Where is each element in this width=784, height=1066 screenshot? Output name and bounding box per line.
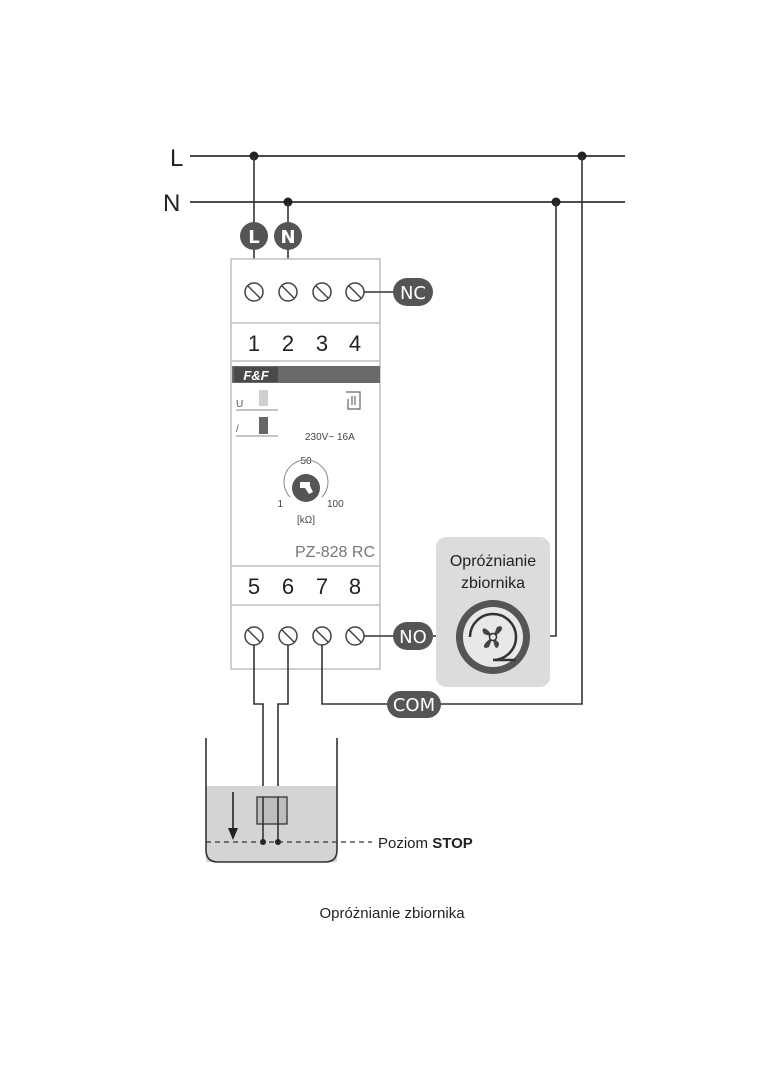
- led-relay-label: /: [236, 424, 239, 435]
- rating-text: 230V~ 16A: [305, 432, 355, 443]
- level-probe: [256, 796, 288, 825]
- screw-terminal-3: [312, 282, 332, 302]
- terminal-number-3: 3: [316, 331, 328, 356]
- knob-unit-label: [kΩ]: [297, 515, 315, 526]
- wire-terminal-6-to-probe: [277, 645, 289, 842]
- badge-com-text: COM: [393, 695, 435, 716]
- diagram-caption: Opróżnianie zbiornika: [319, 905, 465, 922]
- model-name: PZ-828 RC: [295, 544, 375, 561]
- badge-l-text: L: [248, 227, 259, 248]
- badge-n: [274, 222, 302, 250]
- screw-terminal-6: [278, 626, 298, 646]
- badge-com: [387, 691, 441, 718]
- terminal-number-1: 1: [248, 331, 260, 356]
- badge-no-text: NO: [399, 627, 427, 648]
- screw-terminal-7: [312, 626, 332, 646]
- screw-terminal-2: [278, 282, 298, 302]
- device-body: [230, 258, 381, 670]
- led-relay: [259, 417, 268, 434]
- terminal-number-6: 6: [282, 574, 294, 599]
- terminal-number-5: 5: [248, 574, 260, 599]
- wire-terminal-5-to-probe: [253, 645, 264, 842]
- pump-icon: [456, 600, 530, 674]
- screw-terminal-1: [244, 282, 264, 302]
- knob-mid-label: 50: [300, 456, 312, 467]
- knob-min-label: 1: [277, 499, 283, 510]
- led-u-label: U: [236, 399, 243, 410]
- screw-terminal-8: [345, 626, 365, 646]
- tank-walls: [205, 738, 338, 863]
- badge-nc: [393, 278, 433, 306]
- line-l-label: L: [170, 145, 183, 172]
- down-arrow-icon: [228, 792, 238, 840]
- badge-nc-text: NC: [400, 283, 426, 304]
- terminal-number-8: 8: [349, 574, 361, 599]
- terminal-number-7: 7: [316, 574, 328, 599]
- terminal-number-4: 4: [349, 331, 361, 356]
- led-u: [259, 390, 268, 406]
- bottom-terminal-screws: [244, 626, 365, 646]
- badge-n-text: N: [280, 227, 295, 248]
- stop-level-label: Poziom STOP: [378, 835, 473, 852]
- screw-terminal-5: [244, 626, 264, 646]
- badge-no: [393, 622, 433, 650]
- top-terminal-screws: [244, 282, 365, 302]
- knob-pointer-icon: [300, 482, 313, 494]
- wire-l-to-com: [440, 156, 583, 705]
- level-sensor-pictogram: [346, 391, 361, 410]
- line-n-label: N: [163, 190, 180, 217]
- badge-l: [240, 222, 268, 250]
- brand-logo: F&F: [243, 368, 269, 383]
- terminal-number-2: 2: [282, 331, 294, 356]
- wire-terminal-7-to-com: [321, 645, 388, 705]
- knob-max-label: 100: [327, 499, 344, 510]
- screw-terminal-4: [345, 282, 365, 302]
- pump-box-title-line1: Opróżnianie: [450, 553, 536, 570]
- pump-box-title-line2: zbiornika: [461, 575, 525, 592]
